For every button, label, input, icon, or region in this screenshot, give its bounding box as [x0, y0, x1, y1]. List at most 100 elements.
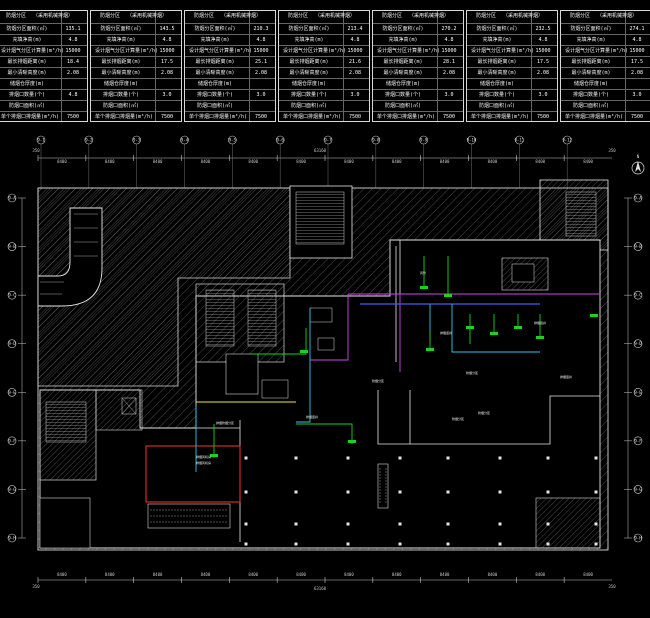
table-row: 排烟口数量(个)3.0: [467, 89, 557, 100]
table-label: 防烟口面积(㎡): [196, 103, 234, 109]
axis-label: 9-1: [37, 138, 45, 143]
table-label: 充填净高(m): [106, 37, 136, 43]
table-label: 单个排烟口排烟量(m³/h): [565, 114, 624, 120]
table-header: （采用机械排烟）: [597, 13, 638, 19]
table-label: 最长排烟距离(m): [289, 59, 329, 65]
table-row: 最小清晰高度(m)2.08: [0, 67, 87, 78]
table-row: 储烟仓厚度(m): [561, 78, 650, 89]
room-label: 防烟分区: [452, 416, 464, 421]
column: [498, 456, 502, 460]
table-row: 充填净高(m)4.8: [373, 34, 463, 45]
table-row: 充填净高(m)4.8: [279, 34, 369, 45]
axis-bubble: [7, 533, 17, 543]
table-header: （采用机械排烟）: [33, 13, 74, 19]
table-divider: [531, 11, 532, 121]
table-value: 28.1: [442, 59, 456, 65]
room-label: 防烟分区: [372, 378, 384, 383]
table-row: 最小清晰高度(m)2.08: [279, 67, 369, 78]
smoke-zone-red: [145, 445, 241, 503]
table-row: 防烟分区面积(㎡)232.5: [467, 23, 557, 34]
table-label: 排烟口数量(个): [102, 92, 140, 98]
table-row: 设计烟气分区计算量(m³/h)15000: [373, 45, 463, 56]
axis-label: 9-F: [8, 438, 16, 443]
dim-label: 8400: [57, 572, 67, 577]
table-row: 排烟口数量(个)3.0: [279, 89, 369, 100]
table-header-row: （采用机械排烟）: [279, 11, 369, 21]
table-row: 充填净高(m)4.8: [561, 34, 650, 45]
table-value: 2.08: [536, 70, 550, 76]
table-label: 充填净高(m): [482, 37, 512, 43]
table-header-row: （采用机械排烟）: [185, 11, 275, 21]
table-value: 3.0: [632, 92, 642, 98]
table-value: 7500: [348, 114, 362, 120]
table-label: 防烟分区面积(㎡): [288, 26, 330, 32]
table-header-row: （采用机械排烟）: [0, 11, 87, 21]
table-row: 单个排烟口排烟量(m³/h)7500: [185, 111, 275, 122]
axis-label: 9-G: [8, 487, 16, 492]
room-label: 防烟分区: [478, 410, 490, 415]
room-label: 排烟风机房: [196, 454, 211, 459]
table-label: 最小清晰高度(m): [477, 70, 517, 76]
axis-bubble: [633, 193, 643, 203]
axis-bubble: [633, 339, 643, 349]
axis-label: 9-6: [277, 138, 285, 143]
axis-label: 9-D: [8, 341, 16, 346]
dim-label: 8400: [583, 572, 593, 577]
axis-bubble: [132, 135, 141, 145]
column: [294, 456, 298, 460]
table-label: 设计烟气分区计算量(m³/h): [377, 48, 441, 54]
axis-label: 9-2: [85, 138, 93, 143]
axis-bubble: [7, 339, 17, 349]
room-label: 防烟分区: [466, 370, 478, 375]
table-label: 防烟分区: [5, 13, 26, 19]
axis-bubble: [275, 135, 285, 145]
table-row: 防烟分区面积(㎡)143.5: [91, 23, 181, 34]
room-label: 排烟竖井: [534, 320, 546, 325]
building: [37, 179, 609, 551]
table-label: 防烟分区: [193, 13, 214, 19]
axis-label: 9-C: [8, 293, 16, 298]
table-value: 15000: [535, 48, 551, 54]
table-header-row: （采用机械排烟）: [467, 11, 557, 21]
column: [594, 522, 598, 526]
column: [244, 456, 248, 460]
dim-label: 8400: [153, 159, 163, 164]
table-header-row: （采用机械排烟）: [91, 11, 181, 21]
table-label: 单个排烟口排烟量(m³/h): [1, 114, 60, 120]
column: [546, 542, 550, 546]
table-row: 防烟分区: [185, 11, 275, 21]
table-label: 充填净高(m): [576, 37, 606, 43]
column: [446, 542, 450, 546]
table-row: 储烟仓厚度(m): [373, 78, 463, 89]
table-row: 排烟口数量(个)4.8: [0, 89, 87, 100]
dim-label: 8400: [488, 572, 498, 577]
axis-bubble: [84, 135, 94, 145]
table-label: 充填净高(m): [12, 37, 42, 43]
table-label: 单个排烟口排烟量(m³/h): [189, 114, 248, 120]
axis-bubble: [633, 485, 643, 494]
table-header-row: （采用机械排烟）: [373, 11, 463, 21]
column: [594, 542, 598, 546]
table-label: 防烟分区面积(㎡): [570, 26, 612, 32]
table-value: 2.08: [160, 70, 174, 76]
axis-bubble: [180, 135, 189, 145]
room-labels: 排烟风机房排烟风机房排烟防烟分区防烟分区防烟分区防烟分区防烟分区排烟竖井排烟竖井…: [196, 270, 572, 465]
axis-bubble: [562, 135, 572, 145]
column: [294, 542, 298, 546]
table-value: 143.5: [159, 26, 175, 32]
top-total-dim: 63160: [314, 148, 327, 153]
table-label: 防烟分区: [287, 13, 308, 19]
column: [244, 542, 248, 546]
dim-label: 8400: [535, 159, 545, 164]
column: [398, 490, 402, 494]
smoke-vents: [210, 286, 598, 457]
top-edge-left-dim: 350: [32, 148, 40, 153]
table-row: 最小清晰高度(m)2.08: [185, 67, 275, 78]
room-label: 排烟风机房: [196, 460, 211, 465]
axis-label: 9-10: [467, 138, 477, 143]
bottom-edge-right-dim: 350: [608, 584, 616, 589]
